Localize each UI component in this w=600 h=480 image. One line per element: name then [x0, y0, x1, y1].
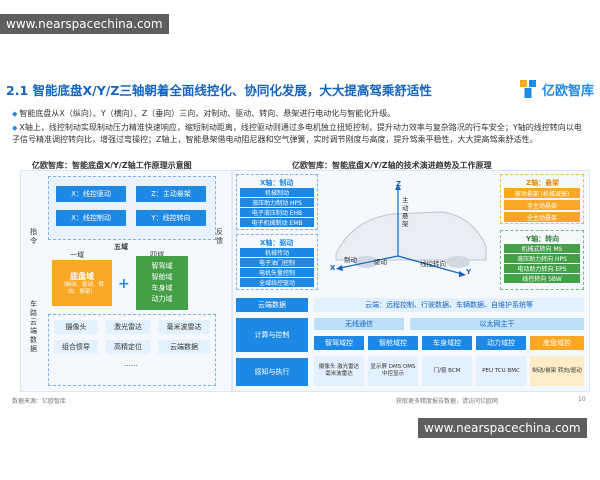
footer-right: 获取更多精度报告数据，请访问亿欧网: [396, 398, 499, 405]
watermark-bottom: www.nearspacechina.com: [418, 418, 587, 438]
y-steer-item-2: 液压助力转向 HPS: [504, 254, 580, 263]
steer-label: 线控转向: [420, 260, 446, 268]
sensor-radar: 毫米波雷达: [158, 320, 210, 334]
y-steer-item-3: 电动助力转向 EPS: [504, 264, 580, 273]
domain-body: 车身域: [151, 284, 173, 292]
bullet-icon: ◆: [12, 124, 18, 132]
logo-text: 亿欧智库: [542, 83, 595, 99]
x-drive-group: [236, 234, 318, 290]
sensor-ins: 组合惯导: [54, 340, 98, 354]
z-susp-item-1: 被动悬架 (机械减振): [504, 188, 580, 198]
right-panel-title: 亿欧智库：智能底盘X/Y/Z轴的技术演进趋势及工作原理: [292, 161, 492, 170]
watermark-top: www.nearspacechina.com: [0, 14, 169, 34]
domain-5: 底盘域控: [530, 336, 584, 350]
compute-control-box: 计算与控制: [236, 318, 308, 352]
chassis-domain-box: 底盘域 （制动、驱动、转向、悬架）: [52, 260, 112, 306]
y-steer-item-1: 机械式转向 MS: [504, 244, 580, 253]
brand-logo: 亿欧智库: [518, 76, 594, 102]
x-brake-box: X：线控制动: [56, 210, 126, 226]
four-domain-box: 智驾域 智舱域 车身域 动力域: [136, 256, 188, 310]
y-steer-head: Y轴：转向: [526, 235, 560, 243]
x-drive-item-2: 电子油门控制: [240, 258, 314, 267]
sensor-camera: 摄像头: [54, 320, 98, 334]
y-steer-box: Y：线控转向: [136, 210, 206, 226]
wireless-box: 无线通信: [314, 318, 404, 330]
sensor-lidar: 激光雷达: [106, 320, 150, 334]
instruction-label: 指令: [30, 228, 37, 245]
domain-2: 智舱域控: [368, 336, 418, 350]
domain-power: 动力域: [151, 295, 173, 303]
footer-source: 数据来源：亿欧智库: [12, 398, 67, 405]
x-drive-box: X：线控驱动: [56, 186, 126, 202]
page-number: 10: [578, 396, 586, 403]
y-steer-group: [500, 230, 584, 290]
ethernet-box: 以太网主干: [410, 318, 584, 330]
bullet-1: ◆智能底盘从X（纵向）、Y（横向）、Z（垂向）三向，对制动、驱动、转向、悬架进行…: [12, 108, 587, 120]
y-steer-item-4: 线控转向 SBW: [504, 274, 580, 283]
domain-4: 动力域控: [476, 336, 526, 350]
z-susp-item-3: 全主动悬架: [504, 212, 580, 222]
x-brake-item-4: 电子机械制动 EMB: [240, 218, 314, 227]
four-domain-label: 四域: [150, 251, 164, 259]
x-drive-item-1: 机械传动: [240, 248, 314, 257]
domain-sub-2: 显示屏 DMS OMS 中控显示: [368, 356, 418, 386]
x-brake-head: X轴：制动: [260, 179, 294, 187]
chassis-domain-sub: （制动、驱动、转向、悬架）: [59, 281, 104, 295]
page-title: 2.1 智能底盘X/Y/Z三轴朝着全面线控化、协同化发展，大大提高驾乘舒适性: [6, 83, 432, 98]
logo-icon: [520, 80, 536, 98]
susp-label: 主动悬架: [402, 196, 409, 228]
z-susp-box: Z：主动悬架: [136, 186, 206, 202]
sensor-hd-positioning: 高精定位: [106, 340, 150, 354]
chassis-domain-title: 底盘域: [70, 271, 94, 281]
x-drive-item-3: 电机矢量控制: [240, 268, 314, 277]
domain-sub-4: PEU TCU BMC: [476, 356, 526, 386]
domain-sub-3: 门/窗 BCM: [422, 356, 472, 386]
x-brake-item-2: 液压助力制动 HPS: [240, 198, 314, 207]
domain-smart-drive: 智驾域: [151, 262, 173, 270]
x-brake-group: [236, 174, 318, 230]
bullet-icon: ◆: [12, 110, 18, 118]
axis-x-label: X: [330, 264, 336, 272]
cloud-data-box: 云端数据: [236, 298, 308, 312]
x-brake-item-1: 机械制动: [240, 188, 314, 197]
feedback-label: 反馈: [216, 228, 223, 245]
domain-1: 智驾域控: [314, 336, 364, 350]
z-susp-head: Z轴：悬架: [526, 179, 560, 187]
brake-label: 制动: [344, 256, 357, 264]
domain-sub-5: 制动/悬架 转向/驱动: [530, 356, 584, 386]
domain-smart-cabin: 智舱域: [151, 273, 173, 281]
z-susp-item-2: 半主动悬架: [504, 200, 580, 210]
axis-z-label: Z: [396, 180, 402, 188]
five-domain-label: 五域: [114, 243, 128, 251]
vehicle-cloud-label: 车路云端数据: [30, 300, 37, 353]
perception-box: 感知与执行: [236, 358, 308, 386]
cloud-desc-box: 云端：远程控制、行驶数据、车辆数据、自维护系统等: [314, 298, 584, 312]
drive-label: 驱动: [374, 258, 387, 266]
bullet-text: 智能底盘从X（纵向）、Y（横向）、Z（垂向）三向，对制动、驱动、转向、悬架进行电…: [19, 109, 396, 118]
car-axes-illustration: [335, 184, 487, 277]
plus-icon: +: [118, 276, 130, 292]
x-drive-head: X轴：驱动: [260, 239, 294, 247]
domain-3: 车身域控: [422, 336, 472, 350]
bullet-2: ◆X轴上，线控制动实现制动压力精准快速响应，缩短制动距离，线控驱动则通过多电机独…: [12, 122, 587, 145]
domain-sub-1: 摄像头 激光雷达 毫米波雷达: [314, 356, 364, 386]
sensor-cloud: 云端数据: [158, 340, 210, 354]
left-panel-title: 亿欧智库：智能底盘X/Y/Z轴工作原理示意图: [32, 161, 192, 170]
x-brake-item-3: 电子液压制动 EHB: [240, 208, 314, 217]
bullet-text: X轴上，线控制动实现制动压力精准快速响应，缩短制动距离，线控驱动则通过多电机独立…: [12, 123, 582, 144]
one-domain-label: 一域: [70, 251, 84, 259]
more-label: ……: [124, 360, 138, 368]
x-drive-item-4: 全域线控驱动: [240, 278, 314, 287]
z-susp-group: [500, 174, 584, 224]
sensor-area: [48, 314, 216, 386]
axis-y-label: Y: [466, 268, 472, 276]
